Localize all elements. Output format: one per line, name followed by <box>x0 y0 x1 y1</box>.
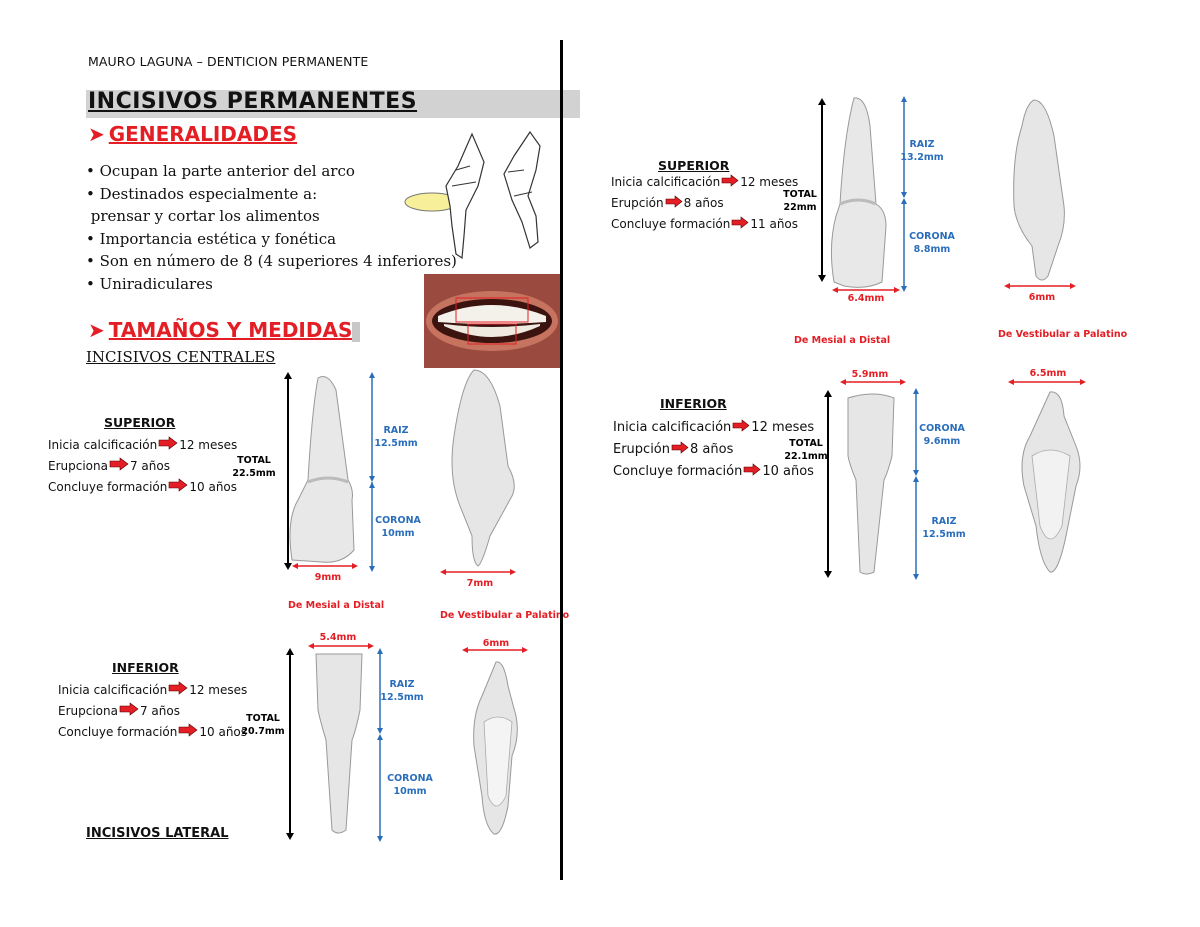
list-item: • Uniradiculares <box>86 274 213 293</box>
arrow-right-red-icon <box>665 193 683 214</box>
view-label-mesial-distal: De Mesial a Distal <box>288 600 385 611</box>
list-item: • Ocupan la parte anterior del arco <box>86 162 355 180</box>
width-measure-md: 5.9mm <box>851 369 889 380</box>
arrow-right-red-icon <box>178 722 198 743</box>
arrow-right-red-icon <box>168 477 188 498</box>
incisivos-centrales-subheading: INCISIVOS CENTRALES <box>86 348 276 366</box>
arrow-right-red-icon <box>732 417 750 439</box>
chevron-right-icon: ➤ <box>88 122 105 146</box>
title-highlight-bar <box>86 90 580 118</box>
view-label-vestibular-palatino: De Vestibular a Palatino <box>440 610 570 621</box>
total-measure: TOTAL 22mm <box>783 189 817 213</box>
page-title: INCISIVOS PERMANENTES <box>88 89 418 114</box>
tooth-illustration <box>1008 379 1086 573</box>
tooth-illustration <box>440 369 516 575</box>
raiz-measure: RAIZ 13.2mm <box>900 139 944 163</box>
width-measure-md: 9mm <box>314 572 342 583</box>
column-divider <box>560 40 563 880</box>
document-header: MAURO LAGUNA – DENTICION PERMANENTE <box>88 54 369 69</box>
tooth-illustration <box>824 379 919 580</box>
raiz-measure: RAIZ 12.5mm <box>380 679 424 703</box>
arrow-right-red-icon <box>671 439 689 461</box>
smile-photo <box>424 274 560 368</box>
tooth-illustration <box>284 372 375 572</box>
view-label-mesial-distal: De Mesial a Distal <box>794 335 891 346</box>
corona-measure: CORONA 10mm <box>375 515 421 539</box>
total-measure: TOTAL 22.1mm <box>784 438 828 462</box>
tooth-illustration <box>286 643 383 842</box>
list-item: • Importancia estética y fonética <box>86 229 337 248</box>
width-measure-vp: 6.5mm <box>1029 368 1067 379</box>
list-item: prensar y cortar los alimentos <box>86 207 320 225</box>
section-heading-generalidades: ➤GENERALIDADES <box>88 122 297 146</box>
lateral-inferior-title: INFERIOR <box>660 396 727 411</box>
corona-measure: CORONA 10mm <box>387 773 433 797</box>
width-measure-md: 6.4mm <box>847 293 885 304</box>
arrow-right-red-icon <box>109 456 129 477</box>
width-measure-md: 5.4mm <box>319 632 357 643</box>
generalidades-heading-text: GENERALIDADES <box>108 122 298 146</box>
arrow-right-red-icon <box>168 680 188 701</box>
section-heading-tamanos: ➤TAMAÑOS Y MEDIDAS <box>88 318 361 342</box>
incisivos-lateral-heading: INCISIVOS LATERAL <box>86 826 229 841</box>
raiz-measure: RAIZ 12.5mm <box>374 425 418 449</box>
width-measure-vp: 6mm <box>1028 292 1056 303</box>
total-measure: TOTAL 20.7mm <box>241 713 285 737</box>
tamanos-heading-text: TAMAÑOS Y MEDIDAS <box>108 318 353 342</box>
view-label-vestibular-palatino: De Vestibular a Palatino <box>998 329 1128 340</box>
width-measure-vp: 7mm <box>466 578 494 589</box>
corona-measure: CORONA 8.8mm <box>909 231 955 255</box>
arrow-right-red-icon <box>158 435 178 456</box>
raiz-measure: RAIZ 12.5mm <box>922 516 966 540</box>
tooth-outline-icon <box>404 130 541 260</box>
tooth-illustration <box>462 647 528 835</box>
corona-measure: CORONA 9.6mm <box>919 423 965 447</box>
total-measure: TOTAL 22.5mm <box>232 455 276 479</box>
list-item: • Destinados especialmente a: <box>86 184 318 203</box>
width-measure-vp: 6mm <box>482 638 510 649</box>
arrow-right-red-icon <box>731 214 749 235</box>
central-inferior-title: INFERIOR <box>112 660 179 675</box>
arrow-right-red-icon <box>743 461 761 483</box>
list-item: • Son en número de 8 (4 superiores 4 inf… <box>86 252 457 270</box>
generalidades-list: • Ocupan la parte anterior del arco • De… <box>86 160 457 295</box>
tooth-illustration <box>1004 99 1076 289</box>
lateral-superior-title: SUPERIOR <box>658 158 730 173</box>
arrow-right-red-icon <box>119 701 139 722</box>
chevron-right-icon: ➤ <box>88 318 105 342</box>
tooth-illustration <box>818 96 907 293</box>
central-superior-title: SUPERIOR <box>104 415 176 430</box>
arrow-right-red-icon <box>721 172 739 193</box>
